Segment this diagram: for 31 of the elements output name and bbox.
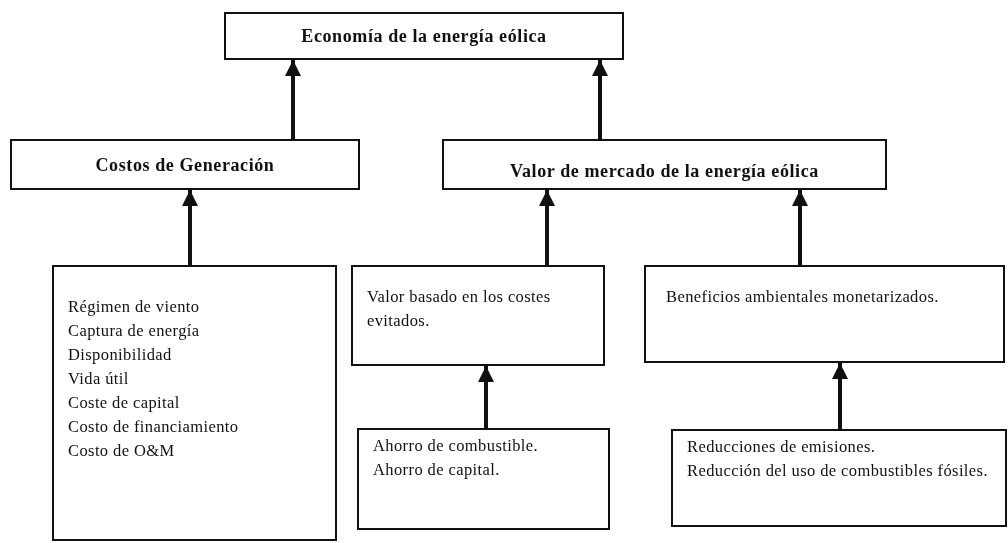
text-box bbox=[52, 265, 337, 541]
box-text: Vida útil bbox=[68, 368, 130, 390]
box-text: Captura de energía bbox=[68, 320, 201, 342]
box-text: Disponibilidad bbox=[68, 344, 173, 366]
box-text: Costo de O&M bbox=[68, 440, 176, 462]
text-box bbox=[644, 265, 1005, 363]
arrow bbox=[792, 190, 808, 265]
box-text: Reducción del uso de combustibles fósiles. bbox=[687, 460, 989, 482]
text-box bbox=[351, 265, 605, 366]
box-text: Costos de Generación bbox=[95, 153, 275, 177]
box-text: Valor de mercado de la energía eólica bbox=[510, 159, 819, 183]
box-text: Economía de la energía eólica bbox=[301, 25, 547, 48]
text-box bbox=[357, 428, 610, 530]
box-text: Coste de capital bbox=[68, 392, 181, 414]
arrow bbox=[832, 363, 848, 429]
arrow bbox=[539, 190, 555, 265]
box-text: Valor basado en los costes evitados. bbox=[367, 286, 552, 332]
box-text: Ahorro de capital. bbox=[373, 459, 501, 481]
box-text: Régimen de viento bbox=[68, 296, 201, 318]
text-box bbox=[442, 139, 887, 190]
arrow bbox=[592, 60, 608, 139]
text-box bbox=[10, 139, 360, 190]
arrow bbox=[478, 366, 494, 428]
box-text: Reducciones de emisiones. bbox=[687, 436, 877, 458]
text-box bbox=[224, 12, 624, 60]
text-box bbox=[671, 429, 1007, 527]
arrow bbox=[285, 60, 301, 139]
box-text: Beneficios ambientales monetarizados. bbox=[666, 286, 940, 308]
arrow bbox=[182, 190, 198, 265]
box-text: Ahorro de combustible. bbox=[373, 435, 540, 457]
box-text: Costo de financiamiento bbox=[68, 416, 240, 438]
